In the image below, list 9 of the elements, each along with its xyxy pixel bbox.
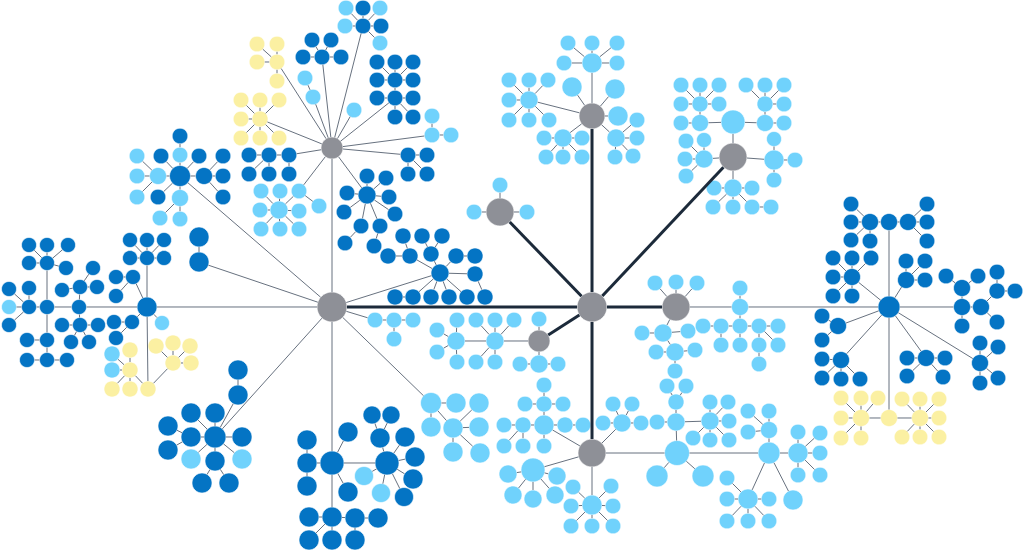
hub-node bbox=[485, 197, 515, 227]
hub-node bbox=[527, 329, 551, 353]
hub-node bbox=[577, 438, 607, 468]
hub-node bbox=[320, 136, 344, 160]
hub-node bbox=[316, 291, 348, 323]
hub-node bbox=[661, 292, 691, 322]
hub-node bbox=[718, 142, 748, 172]
hub-node bbox=[578, 102, 606, 130]
hub-node bbox=[576, 291, 608, 323]
